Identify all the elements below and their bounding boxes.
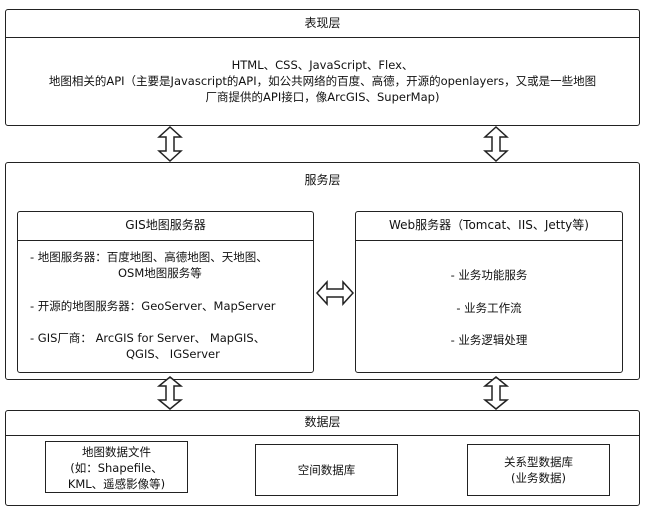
gis-server-box: GIS地图服务器 - 地图服务器：百度地图、高德地图、天地图、 OSM地图服务等… — [17, 211, 314, 373]
gis-item-1-line-2: OSM地图服务等 — [118, 266, 202, 280]
presentation-line-2: 地图相关的API（主要是Javascript的API，如公共网络的百度、高德，开… — [48, 74, 597, 88]
relational-database-line-1: 关系型数据库 — [504, 455, 573, 469]
presentation-line-3: 厂商提供的API接口，像ArcGIS、SuperMap) — [205, 90, 440, 104]
service-layer-title: 服务层 — [304, 173, 341, 187]
gis-item-2: - 开源的地图服务器：GeoServer、MapServer — [30, 298, 315, 314]
presentation-layer-title: 表现层 — [6, 10, 639, 38]
map-data-files-line-3: KML、遥感影像等) — [67, 477, 166, 491]
spatial-database-box: 空间数据库 — [255, 444, 398, 496]
relational-database-text: 关系型数据库 (业务数据) — [468, 454, 609, 486]
arrow-presentation-service-right — [483, 125, 509, 163]
web-item-3: - 业务逻辑处理 — [450, 333, 528, 347]
web-server-box: Web服务器（Tomcat、IIS、Jetty等) - 业务功能服务 - 业务工… — [355, 211, 623, 373]
data-layer-title: 数据层 — [6, 411, 639, 436]
gis-server-title: GIS地图服务器 — [18, 212, 313, 241]
arrow-presentation-service-left — [157, 125, 183, 163]
web-item-2: - 业务工作流 — [456, 301, 522, 315]
web-item-1: - 业务功能服务 — [450, 268, 528, 282]
map-data-files-line-1: 地图数据文件 — [82, 445, 151, 459]
gis-item-1-line-1: - 地图服务器：百度地图、高德地图、天地图、 — [30, 250, 268, 264]
presentation-layer-content: HTML、CSS、JavaScript、Flex、 地图相关的API（主要是Ja… — [6, 57, 639, 105]
presentation-line-1: HTML、CSS、JavaScript、Flex、 — [231, 58, 414, 72]
arrow-service-data-left — [156, 376, 184, 410]
gis-item-1: - 地图服务器：百度地图、高德地图、天地图、 OSM地图服务等 — [30, 249, 315, 281]
map-data-files-line-2: (如：Shapefile、 — [70, 461, 163, 475]
relational-database-box: 关系型数据库 (业务数据) — [467, 444, 610, 496]
presentation-layer: 表现层 HTML、CSS、JavaScript、Flex、 地图相关的API（主… — [5, 9, 640, 126]
arrow-gis-web — [315, 280, 355, 306]
web-server-title: Web服务器（Tomcat、IIS、Jetty等) — [356, 212, 622, 241]
gis-item-3-line-1: - GIS厂商： ArcGIS for Server、 MapGIS、 — [30, 331, 266, 345]
arrow-service-data-right — [482, 376, 510, 410]
map-data-files-box: 地图数据文件 (如：Shapefile、 KML、遥感影像等) — [45, 441, 188, 493]
gis-item-3-line-2: QGIS、 IGServer — [126, 347, 220, 361]
relational-database-line-2: (业务数据) — [511, 471, 566, 485]
map-data-files-text: 地图数据文件 (如：Shapefile、 KML、遥感影像等) — [46, 444, 187, 492]
spatial-database-text: 空间数据库 — [297, 463, 356, 477]
gis-item-3: - GIS厂商： ArcGIS for Server、 MapGIS、 QGIS… — [30, 330, 315, 362]
gis-item-2-line-1: - 开源的地图服务器：GeoServer、MapServer — [30, 299, 276, 313]
